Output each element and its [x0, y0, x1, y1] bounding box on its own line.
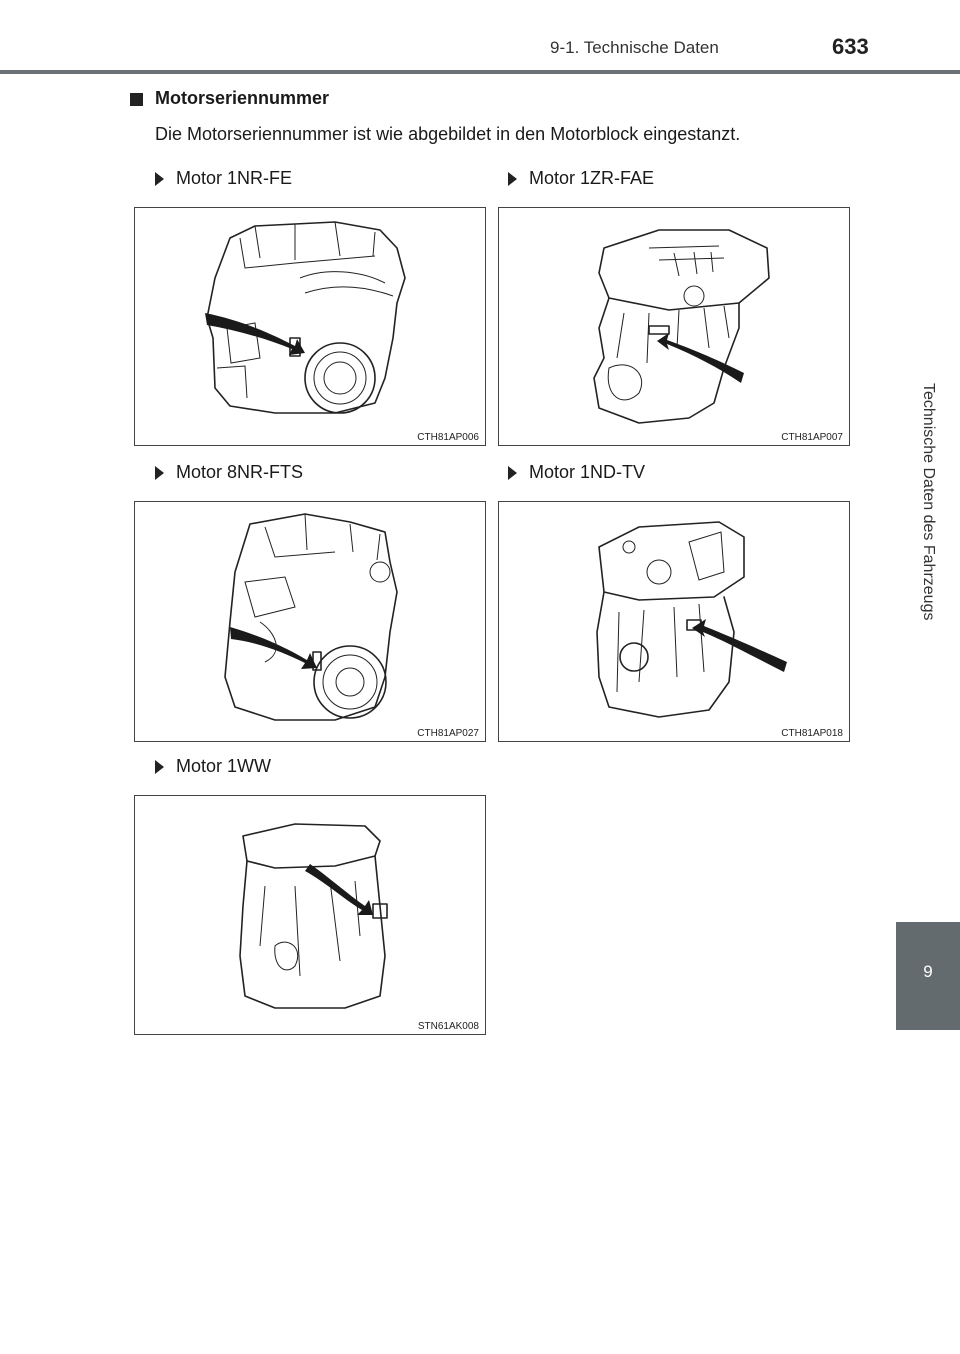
figure-code: STN61AK008 — [415, 1021, 481, 1032]
chapter-number: 9 — [923, 962, 933, 981]
figure-caption: Motor 1NR-FE — [155, 168, 292, 189]
figure-caption: Motor 1ND-TV — [508, 462, 645, 483]
triangle-bullet-icon — [155, 465, 164, 480]
figure-code: CTH81AP007 — [779, 432, 845, 443]
figure-caption: Motor 8NR-FTS — [155, 462, 303, 483]
figure-caption-text: Motor 1ZR-FAE — [529, 168, 655, 188]
side-tab-label: Technische Daten des Fahrzeugs — [920, 383, 937, 621]
engine-figure-1nd-tv: CTH81AP018 — [498, 501, 850, 742]
figure-caption-text: Motor 1ND-TV — [529, 462, 646, 482]
figure-code: CTH81AP018 — [779, 728, 845, 739]
triangle-bullet-icon — [155, 171, 164, 186]
engine-illustration — [224, 513, 398, 721]
engine-figure-1zr-fae: CTH81AP007 — [498, 207, 850, 446]
section-intro: Die Motorseriennummer ist wie abgebildet… — [155, 124, 741, 144]
section-bullet-icon — [130, 93, 143, 106]
engine-figure-1nr-fe: CTH81AP006 — [134, 207, 486, 446]
engine-illustration — [205, 221, 406, 414]
page-number: 633 — [832, 34, 869, 59]
figure-caption-text: Motor 1NR-FE — [176, 168, 293, 188]
header-rule — [0, 70, 960, 74]
triangle-bullet-icon — [508, 171, 517, 186]
engine-illustration — [593, 229, 770, 424]
chapter-title: 9-1. Technische Daten — [550, 38, 719, 57]
triangle-bullet-icon — [508, 465, 517, 480]
figure-caption-text: Motor 1WW — [176, 756, 272, 776]
engine-figure-8nr-fts: CTH81AP027 — [134, 501, 486, 742]
section-title: Motorseriennummer — [155, 88, 330, 108]
figure-caption: Motor 1WW — [155, 756, 271, 777]
chapter-tab — [896, 922, 960, 1030]
triangle-bullet-icon — [155, 759, 164, 774]
figure-caption: Motor 1ZR-FAE — [508, 168, 654, 189]
figure-code: CTH81AP006 — [415, 432, 481, 443]
figure-code: CTH81AP027 — [415, 728, 481, 739]
engine-illustration — [596, 521, 787, 718]
engine-illustration — [239, 823, 388, 1009]
figure-caption-text: Motor 8NR-FTS — [176, 462, 304, 482]
engine-figure-1ww: STN61AK008 — [134, 795, 486, 1035]
